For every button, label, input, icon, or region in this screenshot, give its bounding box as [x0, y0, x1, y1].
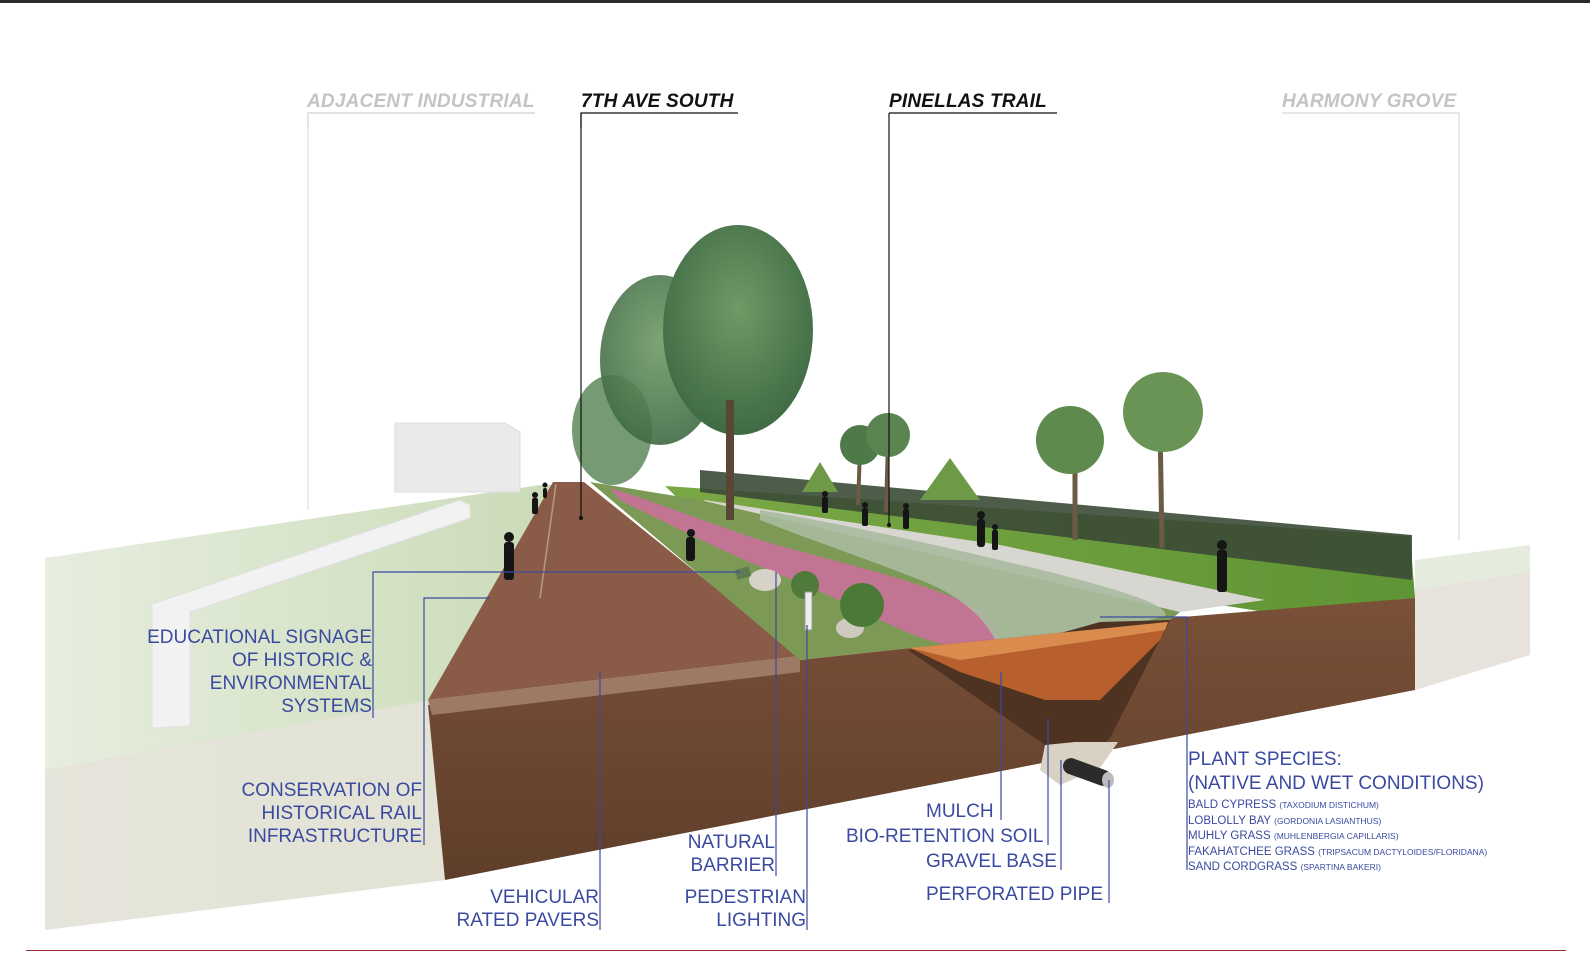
perforated-pipe-graphic [1063, 758, 1114, 788]
callout-pedestrian-lighting: PEDESTRIAN LIGHTING [684, 887, 806, 931]
callout-natural-barrier: NATURAL BARRIER [687, 832, 775, 876]
callout-perforated-pipe: PERFORATED PIPE [926, 884, 1104, 905]
trail-lawn [665, 486, 1415, 612]
boulder [749, 569, 781, 591]
list-item: BALD CYPRESS (TAXODIUM DISTICHUM) [1188, 799, 1379, 811]
shrub [840, 583, 884, 627]
callout-bio-retention-soil: BIO-RETENTION SOIL [846, 826, 1044, 847]
header-adjacent-industrial: ADJACENT INDUSTRIAL [307, 91, 535, 112]
list-item: MUHLY GRASS (MUHLENBERGIA CAPILLARIS) [1188, 830, 1399, 842]
callout-conservation-rail: CONSERVATION OF HISTORICAL RAIL INFRASTR… [241, 780, 422, 847]
header-harmony-grove: HARMONY GROVE [1282, 91, 1457, 112]
harmony-grove-soil [1415, 572, 1530, 690]
header-pinellas-trail: PINELLAS TRAIL [889, 91, 1047, 112]
soil-section [428, 598, 1415, 880]
oak-trees [572, 225, 813, 520]
fence [700, 470, 1412, 580]
plant-species-subheading: (NATIVE AND WET CONDITIONS) [1188, 773, 1484, 794]
list-item: LOBLOLLY BAY (GORDONIA LASIANTHUS) [1188, 814, 1382, 827]
callout-leader-lines [372, 571, 1188, 930]
list-item: SAND CORDGRASS (SPARTINA BAKERI) [1188, 861, 1381, 873]
palm-trees [802, 372, 1203, 549]
industrial-gravel-strip [45, 700, 445, 930]
pedestrians [504, 482, 1227, 592]
plant-species-heading: PLANT SPECIES: [1188, 749, 1342, 770]
plant-species-legend: PLANT SPECIES: (NATIVE AND WET CONDITION… [1188, 748, 1487, 876]
fakahatchee-grass-planting [760, 510, 1166, 652]
plant-species-list: BALD CYPRESS (TAXODIUM DISTICHUM) LOBLOL… [1188, 798, 1487, 876]
callout-vehicular-pavers: VEHICULAR RATED PAVERS [456, 887, 599, 931]
mulch-layer [910, 622, 1168, 660]
educational-sign [734, 566, 752, 580]
retaining-wall [151, 499, 471, 729]
paver-base-layer [428, 656, 800, 715]
callout-educational-signage: EDUCATIONAL SIGNAGE OF HISTORIC & ENVIRO… [147, 627, 372, 717]
pedestrian-light-pole [804, 591, 813, 631]
list-item: FAKAHATCHEE GRASS (TRIPSACUM DACTYLOIDES… [1188, 845, 1488, 858]
header-7th-ave-south: 7TH AVE SOUTH [581, 91, 734, 112]
muhly-grass-planting [610, 488, 998, 649]
top-border [0, 0, 1590, 3]
bottom-rule [26, 950, 1566, 951]
callout-mulch: MULCH [926, 801, 994, 822]
industrial-building [394, 422, 521, 493]
callout-gravel-base: GRAVEL BASE [926, 851, 1057, 872]
header-leader-lines [307, 112, 1460, 540]
